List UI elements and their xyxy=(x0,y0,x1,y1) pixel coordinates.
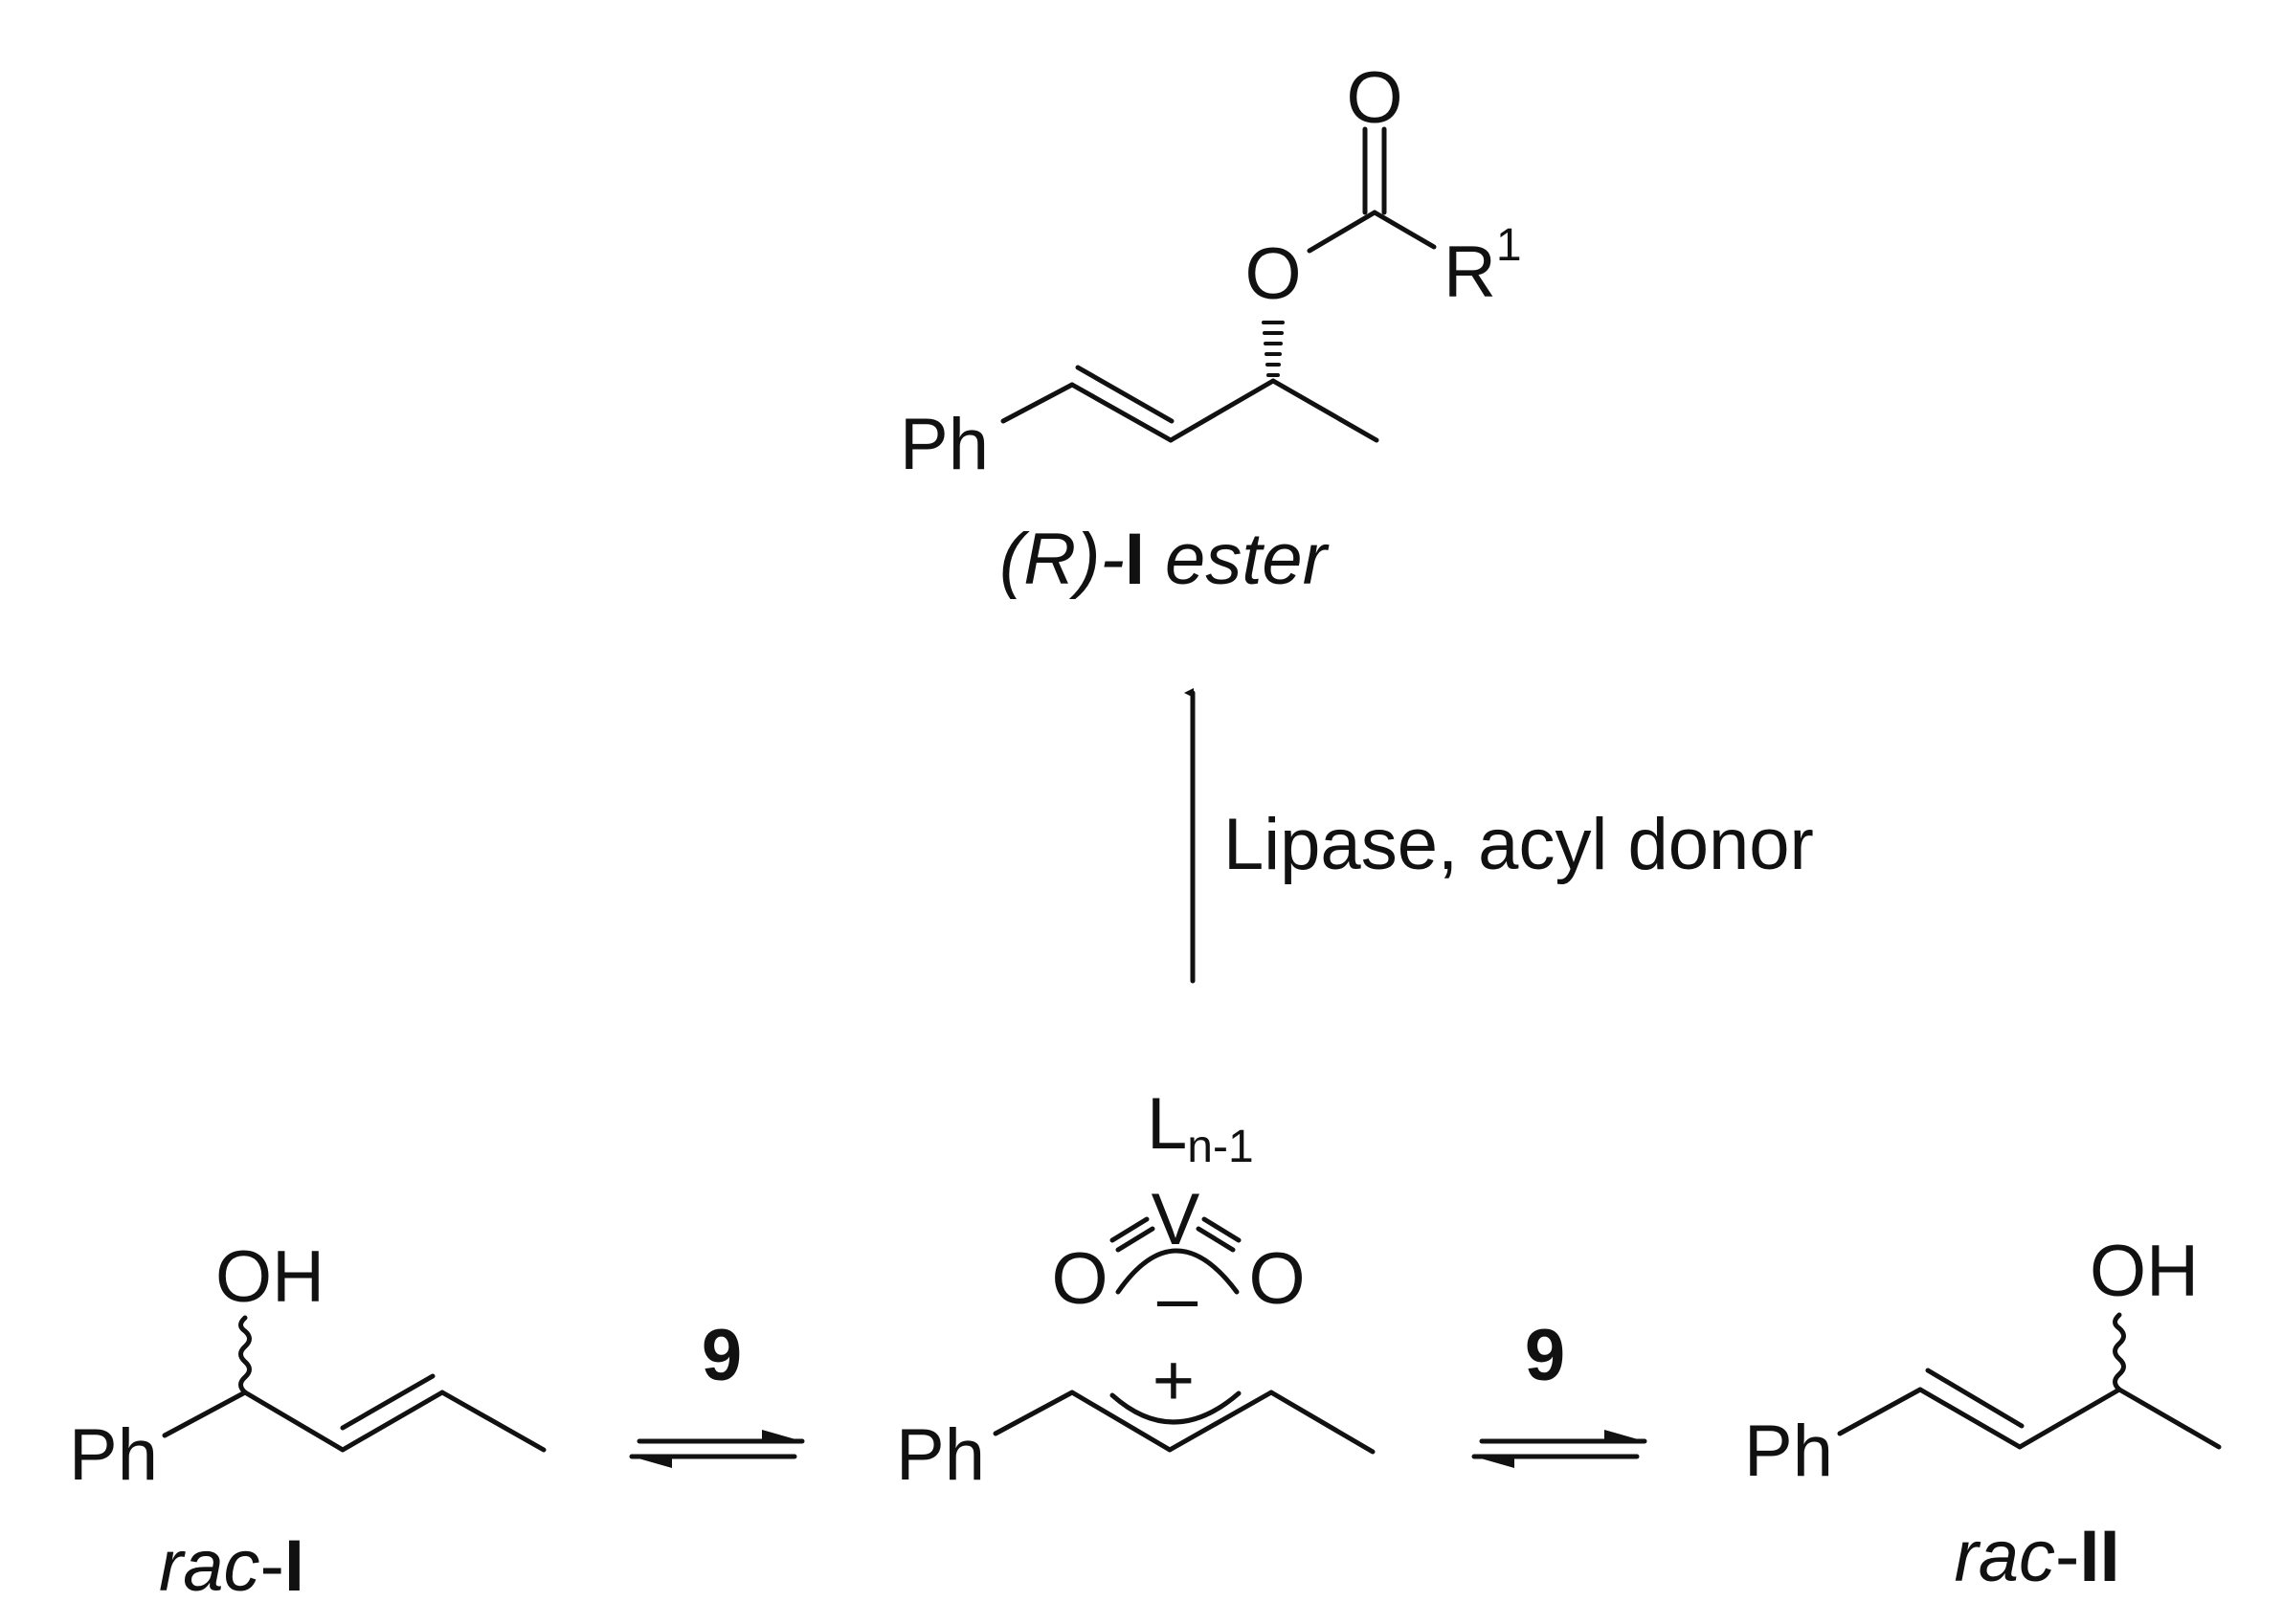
oxygen-left: O xyxy=(1051,1238,1108,1320)
bond-c1-c2-double xyxy=(1075,365,1175,424)
bond-carbonyl-r xyxy=(1372,210,1437,250)
bond-v-o-right-2 xyxy=(1201,1216,1242,1243)
hydroxyl: OH xyxy=(2090,1231,2199,1312)
bond-c2-c3 xyxy=(340,1390,445,1453)
bond-c2-c3-double xyxy=(340,1373,436,1431)
bond-c1-c2 xyxy=(1069,382,1174,443)
rac-II-label: rac-II xyxy=(1954,1516,2119,1597)
bond-ph-c1 xyxy=(162,1390,248,1438)
product-phenyl: Ph xyxy=(900,404,989,485)
phenyl: Ph xyxy=(69,1414,158,1496)
bond-c2-c3 xyxy=(2017,1387,2122,1450)
bond-c3-me xyxy=(1270,378,1379,443)
product-label: (R)-I ester xyxy=(999,519,1330,600)
hashed-wedge xyxy=(1262,321,1285,377)
bond-allyl-1 xyxy=(1069,1390,1173,1453)
bond-v-o-left-2 xyxy=(1109,1216,1150,1243)
vanadium-atom: V xyxy=(1152,1179,1200,1260)
bond-ph-ch2 xyxy=(993,1390,1075,1436)
bond-v-o-left xyxy=(1115,1226,1155,1253)
vanadium-complex: Ln-1 V O O – xyxy=(1051,1083,1305,1339)
rac-II-structure: OH Ph xyxy=(1744,1231,2222,1492)
phenyl: Ph xyxy=(1744,1411,1833,1492)
rac-I-structure: OH Ph xyxy=(69,1236,547,1496)
oxygen-right: O xyxy=(1248,1238,1305,1320)
product-structure: O O R1 Ph xyxy=(900,57,1522,485)
left-equilibrium-arrows: 9 xyxy=(629,1315,805,1468)
bond-v-o-right xyxy=(1196,1226,1236,1253)
cation-phenyl: Ph xyxy=(896,1414,985,1496)
wavy-bond xyxy=(2113,1312,2126,1392)
delocalized-arc-bottom xyxy=(1109,1390,1242,1425)
delocalized-arc-top xyxy=(1115,1248,1240,1295)
carbonyl-oxygen: O xyxy=(1346,57,1402,139)
ligand-label: Ln-1 xyxy=(1147,1083,1254,1172)
bond-allyl-2 xyxy=(1167,1390,1274,1453)
r-group: R1 xyxy=(1444,220,1522,313)
wavy-bond xyxy=(238,1315,252,1395)
bond-c2-c3 xyxy=(1168,378,1276,443)
arrow-conditions: Lipase, acyl donor xyxy=(1223,804,1814,885)
bond-o-carbonyl xyxy=(1307,210,1377,254)
bond-allyl-me xyxy=(1268,1390,1376,1455)
left-catalyst: 9 xyxy=(702,1315,742,1396)
bond-c3-me xyxy=(2116,1387,2222,1450)
bond-c1-c2 xyxy=(242,1390,346,1453)
right-equilibrium-arrows: 9 xyxy=(1471,1315,1647,1468)
plus-charge: + xyxy=(1153,1340,1195,1421)
bond-c3-me xyxy=(439,1390,547,1453)
allyl-cation: + Ph xyxy=(896,1340,1376,1496)
minus-charge: – xyxy=(1157,1257,1198,1339)
bond-c1-c2-double xyxy=(1925,1368,2025,1429)
right-catalyst: 9 xyxy=(1525,1315,1565,1396)
ester-oxygen: O xyxy=(1244,234,1301,315)
rac-I-label: rac-I xyxy=(159,1525,304,1607)
bond-ph-c1 xyxy=(1000,382,1075,424)
hydroxyl: OH xyxy=(215,1236,325,1318)
bond-c1-c2 xyxy=(1917,1387,2023,1450)
bond-ph-c1 xyxy=(1837,1387,1923,1436)
